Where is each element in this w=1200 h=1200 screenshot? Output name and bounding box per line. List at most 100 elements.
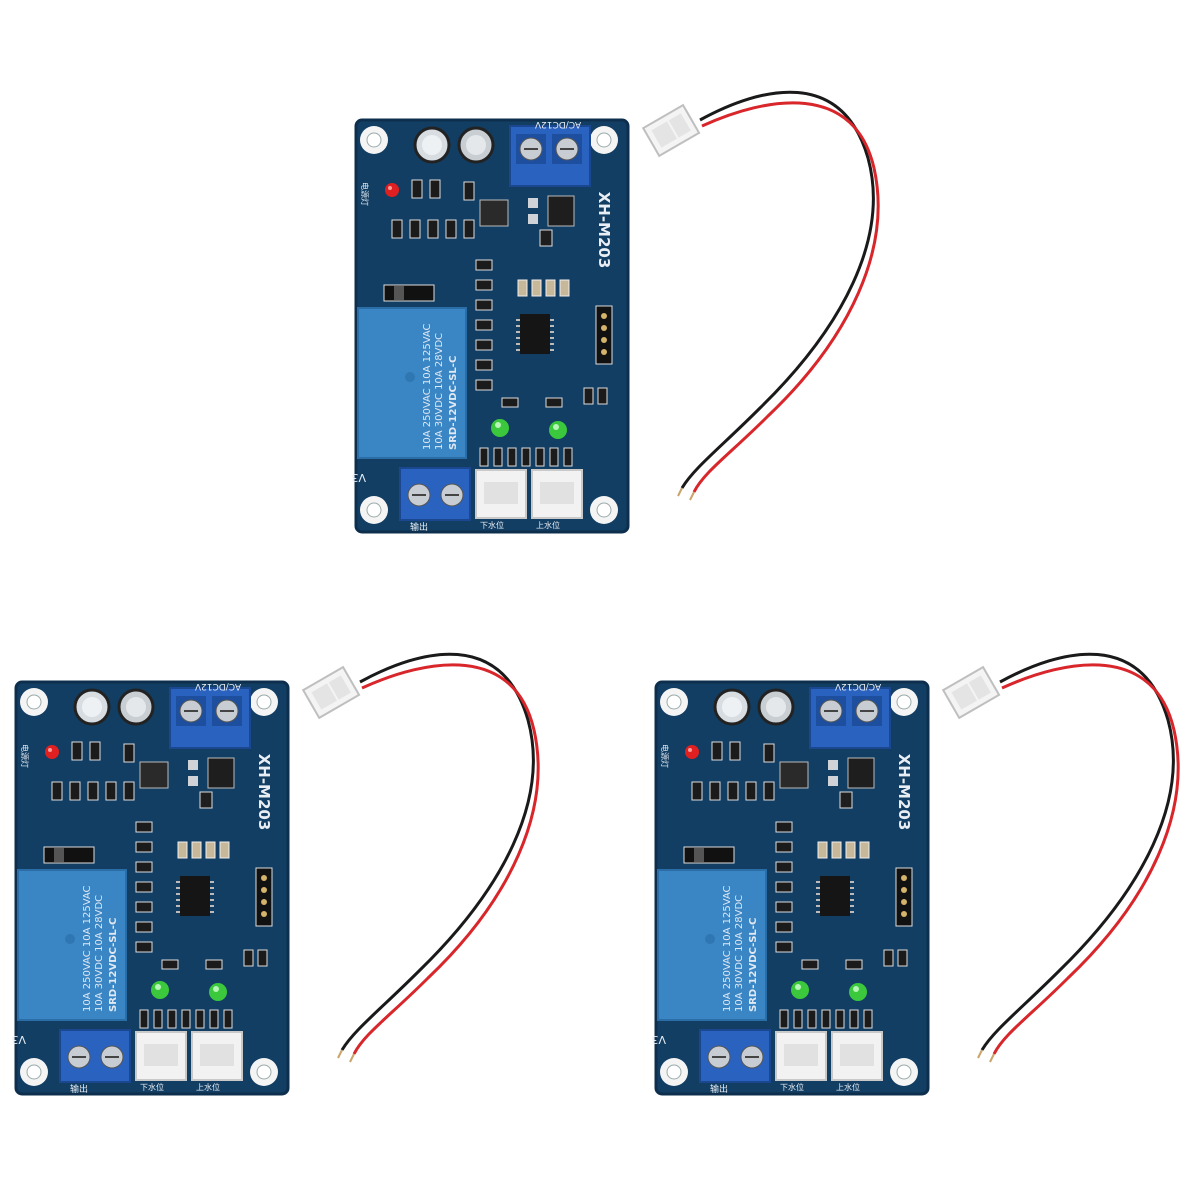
relay-rating-1: 10A 250VAC 10A 125VAC: [422, 323, 433, 450]
jst-connector-icon: [531, 469, 583, 519]
model-label: XH-M203: [255, 754, 273, 831]
transistor-column: [475, 259, 493, 391]
mounting-hole-icon: [890, 688, 918, 716]
transistor-column: [135, 821, 153, 953]
low-level-label: 下水位: [780, 1082, 804, 1092]
ic-chip: [176, 876, 214, 916]
module-svg: AC/DC12V XH-M203 电源灯: [651, 680, 930, 1096]
led-icon: [385, 183, 399, 197]
power-label: AC/DC12V: [194, 681, 241, 691]
relay-rating-2: 10A 30VDC 10A 28VDC: [734, 895, 745, 1012]
capacitor-icon: [117, 688, 155, 726]
module-svg: AC/DC12V XH-M203 电源灯: [11, 680, 290, 1096]
capacitor-icon: [457, 126, 495, 164]
module-svg: AC/DC12V XH-M203 电源灯: [351, 118, 630, 534]
resistor-row: [161, 949, 268, 970]
terminal-block-icon: [509, 125, 591, 187]
power-led-label: 电源灯: [360, 182, 370, 206]
relay-model: SRD-12VDC-SL-C: [108, 918, 119, 1012]
led-icon: [549, 421, 567, 439]
output-label: 输出: [410, 521, 428, 533]
led-icon: [849, 983, 867, 1001]
mounting-hole-icon: [250, 1058, 278, 1086]
relay-rating-2: 10A 30VDC 10A 28VDC: [434, 333, 445, 450]
power-label: AC/DC12V: [834, 681, 881, 691]
jst-connector-icon: [941, 665, 1001, 720]
wire-icon: [337, 652, 540, 1063]
relay-icon: [17, 869, 127, 1021]
relay-icon: [657, 869, 767, 1021]
sensor-cable: [301, 630, 562, 1070]
relay-model: SRD-12VDC-SL-C: [448, 356, 459, 450]
jst-connector-icon: [831, 1031, 883, 1081]
module-board: AC/DC12V XH-M203 电源灯: [351, 70, 652, 550]
ic-chip: [816, 876, 854, 916]
model-label: XH-M203: [895, 754, 913, 831]
smd-components: [43, 741, 235, 864]
version-label: V3: [11, 1033, 26, 1046]
jst-connector-icon: [301, 665, 361, 720]
capacitor-icon: [413, 126, 451, 164]
resistor-bank: [479, 447, 573, 467]
capacitor-row: [517, 279, 570, 297]
led-icon: [45, 745, 59, 759]
resistor-row: [801, 949, 908, 970]
jst-connector-icon: [135, 1031, 187, 1081]
wire-svg: [301, 652, 540, 1063]
low-level-label: 下水位: [140, 1082, 164, 1092]
terminal-block-icon: [399, 467, 471, 521]
mounting-hole-icon: [890, 1058, 918, 1086]
header-pins: [595, 305, 613, 365]
relay-model: SRD-12VDC-SL-C: [748, 918, 759, 1012]
output-label: 输出: [70, 1083, 88, 1095]
capacitor-icon: [73, 688, 111, 726]
relay-rating-2: 10A 30VDC 10A 28VDC: [94, 895, 105, 1012]
terminal-block-icon: [699, 1029, 771, 1083]
high-level-label: 上水位: [836, 1082, 860, 1092]
high-level-label: 上水位: [536, 520, 560, 530]
led-icon: [791, 981, 809, 999]
terminal-block-icon: [809, 687, 891, 749]
mounting-hole-icon: [590, 126, 618, 154]
wire-icon: [677, 90, 880, 501]
terminal-block-icon: [169, 687, 251, 749]
power-led-label: 电源灯: [660, 744, 670, 768]
mounting-hole-icon: [20, 688, 48, 716]
capacitor-row: [177, 841, 230, 859]
model-label: XH-M203: [595, 192, 613, 269]
version-label: V3: [351, 471, 366, 484]
mounting-hole-icon: [590, 496, 618, 524]
header-pins: [255, 867, 273, 927]
transistor-column: [775, 821, 793, 953]
smd-components: [683, 741, 875, 864]
module-board: AC/DC12V XH-M203 电源灯: [11, 632, 312, 1112]
mounting-hole-icon: [20, 1058, 48, 1086]
ic-chip: [516, 314, 554, 354]
mounting-hole-icon: [360, 126, 388, 154]
header-pins: [895, 867, 913, 927]
mounting-hole-icon: [660, 1058, 688, 1086]
sensor-cable: [941, 630, 1200, 1070]
jst-connector-icon: [475, 469, 527, 519]
sensor-cable: [641, 68, 902, 508]
resistor-bank: [779, 1009, 873, 1029]
jst-connector-icon: [641, 103, 701, 158]
high-level-label: 上水位: [196, 1082, 220, 1092]
led-icon: [685, 745, 699, 759]
smd-components: [383, 179, 575, 302]
relay-rating-1: 10A 250VAC 10A 125VAC: [722, 885, 733, 1012]
low-level-label: 下水位: [480, 520, 504, 530]
wire-svg: [641, 90, 880, 501]
power-label: AC/DC12V: [534, 119, 581, 129]
module-board: AC/DC12V XH-M203 电源灯: [651, 632, 952, 1112]
relay-icon: [357, 307, 467, 459]
capacitor-icon: [757, 688, 795, 726]
resistor-bank: [139, 1009, 233, 1029]
version-label: V3: [651, 1033, 666, 1046]
led-icon: [491, 419, 509, 437]
output-label: 输出: [710, 1083, 728, 1095]
resistor-row: [501, 387, 608, 408]
terminal-block-icon: [59, 1029, 131, 1083]
jst-connector-icon: [775, 1031, 827, 1081]
